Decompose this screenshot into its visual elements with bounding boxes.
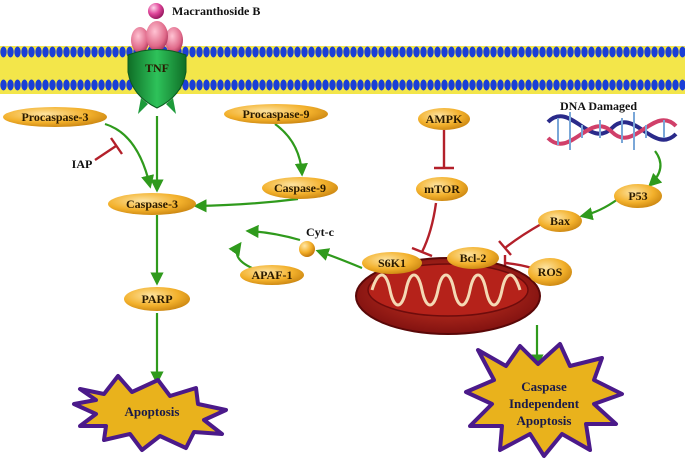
inhibit-iap-procaspase3 xyxy=(94,145,117,161)
svg-text:Caspase: Caspase xyxy=(521,379,567,394)
svg-text:ROS: ROS xyxy=(538,265,563,279)
cell-membrane xyxy=(0,46,685,94)
svg-text:Apoptosis: Apoptosis xyxy=(517,413,572,428)
svg-text:Cyt-c: Cyt-c xyxy=(306,225,335,239)
svg-text:Independent: Independent xyxy=(509,396,580,411)
svg-text:Procaspase-9: Procaspase-9 xyxy=(242,107,309,121)
edge-caspase9-caspase3 xyxy=(193,197,299,213)
inhibit-bax-bcl2 xyxy=(504,221,544,249)
svg-text:AMPK: AMPK xyxy=(426,112,463,126)
svg-text:APAF-1: APAF-1 xyxy=(251,268,292,282)
edge-apaf1-caspase9 xyxy=(228,241,253,270)
inhibit-mtor-bar xyxy=(411,246,433,258)
star-burst-icon xyxy=(72,374,228,452)
dna-helix-icon xyxy=(546,112,678,150)
dna-label: DNA Damaged xyxy=(560,99,637,113)
outcome-apoptosis: Apoptosis xyxy=(72,374,228,452)
node-parp: PARP xyxy=(124,287,190,311)
node-procaspase3: Procaspase-3 xyxy=(3,107,107,127)
svg-text:P53: P53 xyxy=(628,189,647,203)
compound-label: Macranthoside B xyxy=(172,4,260,18)
node-procaspase9: Procaspase-9 xyxy=(224,104,328,124)
node-p53: P53 xyxy=(614,184,662,208)
svg-text:Caspase-9: Caspase-9 xyxy=(274,181,326,195)
node-s6k1: S6K1 xyxy=(362,252,422,274)
node-mtor: mTOR xyxy=(416,177,468,201)
svg-text:Apoptosis: Apoptosis xyxy=(125,404,180,419)
edge-cytc-caspase9 xyxy=(245,224,301,242)
receptor-label: TNF xyxy=(145,61,169,75)
svg-text:S6K1: S6K1 xyxy=(378,256,406,270)
edge-procaspase3-caspase3 xyxy=(104,122,155,189)
inhibit-bax-bar xyxy=(498,240,512,256)
inhibit-iap-bar xyxy=(110,137,123,155)
star-burst-icon xyxy=(464,342,624,458)
node-apaf1: APAF-1 xyxy=(240,265,304,285)
svg-text:mTOR: mTOR xyxy=(424,182,460,196)
svg-text:PARP: PARP xyxy=(141,292,172,306)
outcome-caspase-independent: Caspase Independent Apoptosis xyxy=(464,342,624,458)
edge-dna-p53 xyxy=(648,150,663,187)
edge-procaspase9-caspase9 xyxy=(274,123,308,177)
node-bcl2: Bcl-2 xyxy=(447,247,499,269)
mitochondrion-icon xyxy=(355,257,541,335)
node-caspase3: Caspase-3 xyxy=(108,193,196,215)
node-bax: Bax xyxy=(538,210,582,232)
inhibit-mtor-s6k1 xyxy=(420,202,438,253)
svg-text:Caspase-3: Caspase-3 xyxy=(126,197,178,211)
node-ros: ROS xyxy=(528,258,572,286)
node-caspase9: Caspase-9 xyxy=(262,177,338,199)
node-cytc: Cyt-c xyxy=(299,225,335,257)
edge-p53-bax xyxy=(579,198,619,221)
node-iap: IAP xyxy=(72,157,93,171)
svg-text:Procaspase-3: Procaspase-3 xyxy=(21,110,88,124)
node-ampk: AMPK xyxy=(418,108,470,130)
receptor-icon xyxy=(127,21,187,114)
svg-text:Bax: Bax xyxy=(550,214,570,228)
pink-sphere-icon xyxy=(148,3,164,19)
edge-mito-cytc xyxy=(315,248,363,270)
svg-text:Bcl-2: Bcl-2 xyxy=(460,251,487,265)
